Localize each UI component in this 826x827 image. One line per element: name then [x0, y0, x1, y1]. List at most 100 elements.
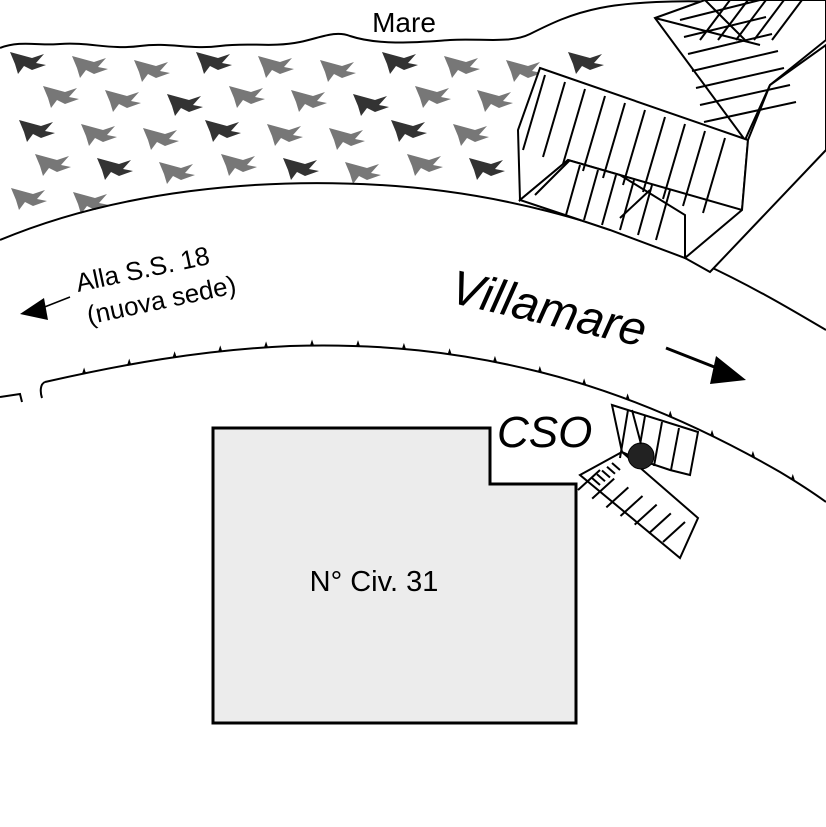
hatch-line: [622, 109, 646, 186]
vegetation-mark: [81, 124, 117, 146]
building-hatching-east: [577, 409, 686, 543]
hatch-line: [619, 495, 644, 517]
vegetation-mark: [73, 192, 109, 214]
curb-fragment-left: [0, 381, 46, 403]
cso-marker[interactable]: [627, 442, 655, 470]
curb-tick: [790, 473, 795, 480]
vegetation-mark: [43, 86, 79, 108]
hatch-line: [522, 74, 546, 151]
vegetation-mark: [35, 154, 71, 176]
buildings-north: [516, 0, 826, 274]
curb-tick: [668, 410, 673, 417]
vegetation-mark: [320, 60, 356, 82]
hatch-line: [642, 116, 666, 193]
curb-tick: [172, 351, 177, 358]
hatch-line: [702, 137, 726, 214]
vegetation-mark: [221, 154, 257, 176]
vegetation-mark: [291, 90, 327, 112]
sea-label: Mare: [372, 7, 436, 38]
hatch-line: [542, 81, 566, 158]
hatch-line: [682, 130, 706, 207]
building-label: N° Civ. 31: [310, 566, 439, 598]
vegetation-symbols: [10, 52, 604, 214]
hatch-line: [753, 0, 785, 41]
curb-tick: [401, 342, 406, 349]
vegetation-mark: [469, 158, 505, 180]
hatch-line: [562, 88, 586, 165]
vegetation-mark: [167, 94, 203, 116]
hatch-line: [596, 473, 606, 483]
hatch-line: [695, 67, 785, 89]
vegetation-mark: [353, 94, 389, 116]
vegetation-mark: [72, 56, 108, 78]
road-curb-ticks: [82, 339, 795, 480]
hatch-line: [648, 512, 672, 535]
hatch-line: [583, 169, 599, 221]
hatch-line: [771, 0, 803, 41]
hatch-line: [601, 174, 617, 226]
curb-tick: [537, 365, 542, 372]
hatch-line: [683, 16, 767, 38]
curb-tick: [356, 340, 361, 347]
vegetation-mark: [477, 90, 513, 112]
vegetation-mark: [229, 86, 265, 108]
hatch-line: [662, 521, 686, 543]
vegetation-mark: [283, 158, 319, 180]
hatch-line: [687, 33, 773, 55]
vegetation-mark: [105, 90, 141, 112]
vegetation-mark: [19, 120, 55, 142]
vegetation-mark: [196, 52, 232, 74]
arrow-west: [20, 296, 71, 320]
direction-label: Alla S.S. 18 (nuova sede): [73, 240, 239, 330]
hatch-line: [591, 477, 615, 500]
curb-tick: [625, 393, 630, 400]
hatch-line: [699, 0, 731, 41]
hatch-line: [582, 95, 606, 172]
vegetation-mark: [267, 124, 303, 146]
road-edge-north: [0, 182, 826, 331]
vegetation-mark: [382, 52, 418, 74]
hatch-line: [691, 50, 779, 72]
hatch-line: [601, 469, 611, 479]
vegetation-mark: [453, 124, 489, 146]
curb-tick: [218, 345, 223, 352]
vegetation-mark: [97, 158, 133, 180]
hatch-line: [717, 0, 749, 41]
hatch-line: [611, 462, 621, 471]
curb-tick: [710, 429, 715, 436]
arrow-east: [665, 346, 746, 384]
hatch-line: [735, 0, 767, 41]
vegetation-mark: [345, 162, 381, 184]
vegetation-mark: [134, 60, 170, 82]
hatch-line: [704, 0, 746, 41]
hatch-line: [619, 189, 651, 219]
road-label: Villamare: [446, 261, 652, 357]
vegetation-mark: [11, 188, 47, 210]
hatch-line: [633, 503, 658, 526]
vegetation-mark: [391, 120, 427, 142]
coastline: [0, 0, 826, 49]
vegetation-mark: [205, 120, 241, 142]
curb-tick: [447, 348, 452, 355]
hatch-line: [619, 409, 629, 459]
vegetation-mark: [10, 52, 46, 74]
building-hatching-north: [522, 0, 803, 241]
hatch-line: [653, 421, 663, 467]
building-east: [578, 403, 700, 560]
hatch-line: [577, 469, 601, 491]
hatch-line: [699, 84, 791, 106]
curb-tick: [750, 450, 755, 457]
vegetation-mark: [258, 56, 294, 78]
hatch-line: [534, 159, 571, 196]
cso-marker-lead: [631, 409, 642, 445]
road-edge-south: [44, 344, 826, 503]
hatch-line: [606, 465, 616, 475]
curb-tick: [82, 367, 87, 374]
vegetation-mark: [444, 56, 480, 78]
curb-tick: [582, 378, 587, 385]
vegetation-mark: [329, 128, 365, 150]
hatch-line: [655, 189, 671, 241]
hatch-line: [703, 101, 797, 123]
